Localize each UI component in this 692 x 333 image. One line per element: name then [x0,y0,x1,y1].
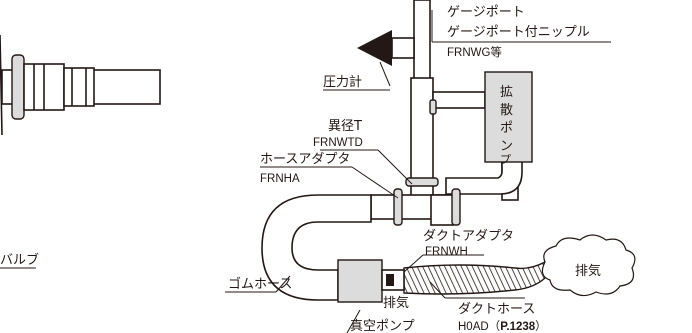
duct-hose [403,260,546,295]
pressure-gauge-label: 圧力計 [323,74,362,90]
gauge-port-nipple-label: ゲージポート付ニップル [447,25,590,40]
reducer-tee-part-label: FRNWTD [313,137,363,149]
left-nut [63,67,95,107]
left-flange [11,54,25,120]
hose-adapter-label: ホースアダプタ [260,152,350,167]
valve-label: バルブ [0,252,39,268]
piping [370,0,523,226]
diffusion-pump-label: 拡 散 ポ ン プ [500,85,517,166]
exhaust-cloud [541,234,636,297]
vacuum-pump [337,259,383,303]
duct-hose-part-label: H0AD（P.1238） [458,320,547,333]
duct-hose-label: ダクトホース [458,302,535,317]
vacuum-pump-label: 真空ポンプ [350,319,415,333]
duct-adapter-part-label: FRNWH [425,246,468,258]
rubber-hose-label: ゴムホース [228,276,292,292]
exhaust-cloud-label: 排気 [575,263,601,279]
duct-adapter-label: ダクトアダプタ [423,229,514,244]
exhaust-small-label: 排気 [383,295,409,311]
gauge-port-label: ゲージポート [447,5,525,20]
gauge-port-part-label: FRNWG等 [447,45,502,59]
rubber-hose [261,194,372,301]
diffusion-pump [484,71,533,163]
reducer-tee-label: 異径T [328,119,362,134]
hose-adapter-part-label: FRNHA [260,173,300,185]
leader-lines [225,10,611,333]
valve-figure: バルブ [0,34,161,269]
pressure-gauge [357,30,392,66]
